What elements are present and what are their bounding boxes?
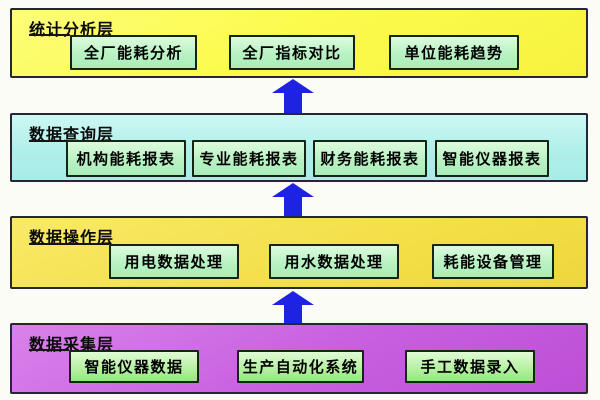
node-plant-energy-analysis: 全厂能耗分析 bbox=[70, 35, 197, 70]
up-arrow-icon bbox=[272, 291, 314, 323]
node-energy-equipment-management: 耗能设备管理 bbox=[432, 244, 554, 279]
node-finance-energy-report: 财务能耗报表 bbox=[313, 140, 427, 177]
arrow-shaft bbox=[284, 197, 302, 216]
node-electricity-data-processing: 用电数据处理 bbox=[109, 244, 239, 279]
layer-label: 数据查询层 bbox=[29, 127, 115, 144]
node-specialty-energy-report: 专业能耗报表 bbox=[192, 140, 306, 177]
node-unit-energy-trend: 单位能耗趋势 bbox=[389, 35, 519, 70]
label-underline bbox=[29, 140, 66, 142]
node-manual-data-entry: 手工数据录入 bbox=[405, 350, 535, 383]
layer-data-query: 数据查询层 机构能耗报表 专业能耗报表 财务能耗报表 智能仪器报表 bbox=[10, 113, 588, 182]
layer-data-collection: 数据采集层 智能仪器数据 生产自动化系统 手工数据录入 bbox=[10, 323, 588, 394]
arrow-shaft bbox=[284, 93, 302, 113]
arrow-head bbox=[272, 291, 314, 305]
node-smart-meter-data: 智能仪器数据 bbox=[69, 350, 199, 383]
layer-statistical-analysis: 统计分析层 全厂能耗分析 全厂指标对比 单位能耗趋势 bbox=[10, 8, 588, 78]
node-production-automation-system: 生产自动化系统 bbox=[237, 350, 364, 383]
arrow-head bbox=[272, 79, 314, 93]
label-underline bbox=[29, 34, 70, 36]
arrow-head bbox=[272, 183, 314, 197]
up-arrow-icon bbox=[272, 183, 314, 216]
label-underline bbox=[29, 349, 69, 351]
node-plant-indicator-comparison: 全厂指标对比 bbox=[229, 35, 355, 70]
layer-label: 数据操作层 bbox=[29, 230, 115, 247]
label-underline bbox=[29, 243, 109, 245]
node-org-energy-report: 机构能耗报表 bbox=[66, 140, 186, 177]
node-water-data-processing: 用水数据处理 bbox=[269, 244, 399, 279]
arrow-shaft bbox=[284, 305, 302, 323]
layer-data-operation: 数据操作层 用电数据处理 用水数据处理 耗能设备管理 bbox=[10, 216, 588, 289]
node-smart-meter-report: 智能仪器报表 bbox=[435, 140, 549, 177]
up-arrow-icon bbox=[272, 79, 314, 113]
